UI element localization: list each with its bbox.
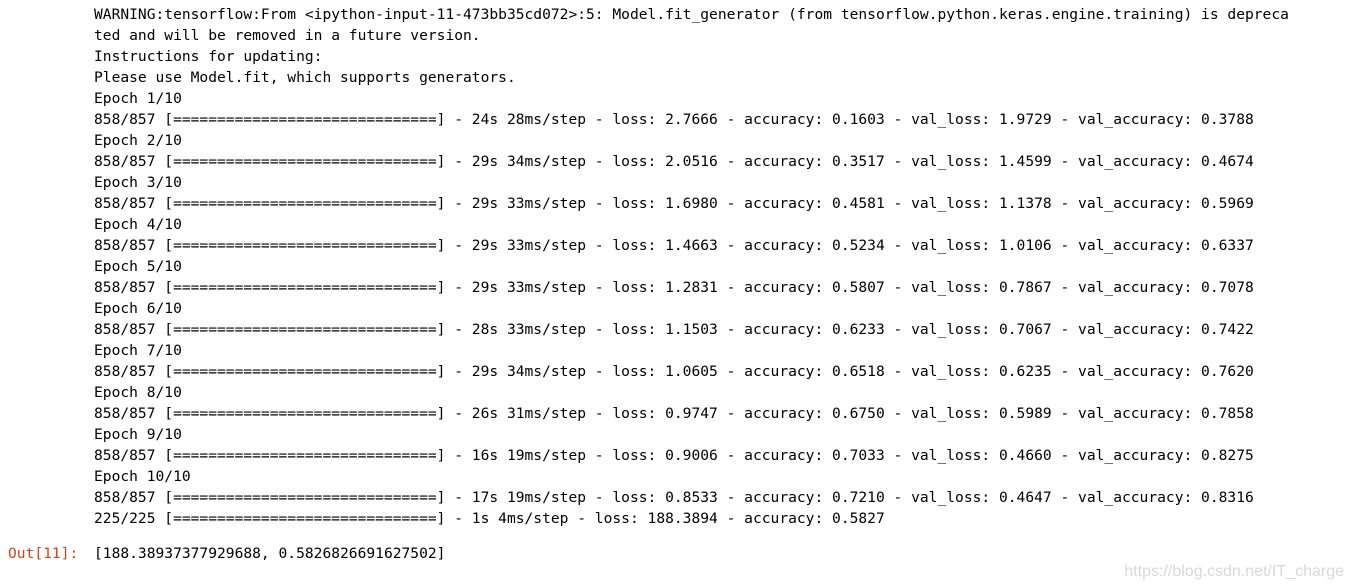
output-line: 858/857 [==============================]… [94,405,1254,422]
output-line: 858/857 [==============================]… [94,279,1254,296]
output-line: Epoch 6/10 [94,300,182,317]
watermark-text: https://blog.csdn.net/IT_charge [1124,563,1344,580]
output-line: 858/857 [==============================]… [94,363,1254,380]
output-line: Epoch 1/10 [94,90,182,107]
output-line: 858/857 [==============================]… [94,237,1254,254]
output-line: Please use Model.fit, which supports gen… [94,69,516,86]
out-prompt-label: Out[11]: [8,545,79,562]
output-line: Epoch 8/10 [94,384,182,401]
output-line: ted and will be removed in a future vers… [94,27,481,44]
output-line: Epoch 4/10 [94,216,182,233]
output-line: 858/857 [==============================]… [94,321,1254,338]
output-line: 858/857 [==============================]… [94,195,1254,212]
out-result-value: [188.38937377929688, 0.5826826691627502] [94,545,446,562]
output-line: Epoch 9/10 [94,426,182,443]
output-line: Instructions for updating: [94,48,323,65]
output-line: Epoch 3/10 [94,174,182,191]
output-cell: Out[11]: [188.38937377929688, 0.58268266… [0,543,1354,564]
output-line: Epoch 10/10 [94,468,191,485]
output-line: WARNING:tensorflow:From <ipython-input-1… [94,6,1289,23]
stderr-output-stream: WARNING:tensorflow:From <ipython-input-1… [94,4,1334,529]
output-line: 225/225 [==============================]… [94,510,885,527]
output-line: Epoch 2/10 [94,132,182,149]
output-line: 858/857 [==============================]… [94,489,1254,506]
output-line: Epoch 5/10 [94,258,182,275]
output-line: 858/857 [==============================]… [94,111,1254,128]
output-line: 858/857 [==============================]… [94,447,1254,464]
output-line: 858/857 [==============================]… [94,153,1254,170]
output-line: Epoch 7/10 [94,342,182,359]
